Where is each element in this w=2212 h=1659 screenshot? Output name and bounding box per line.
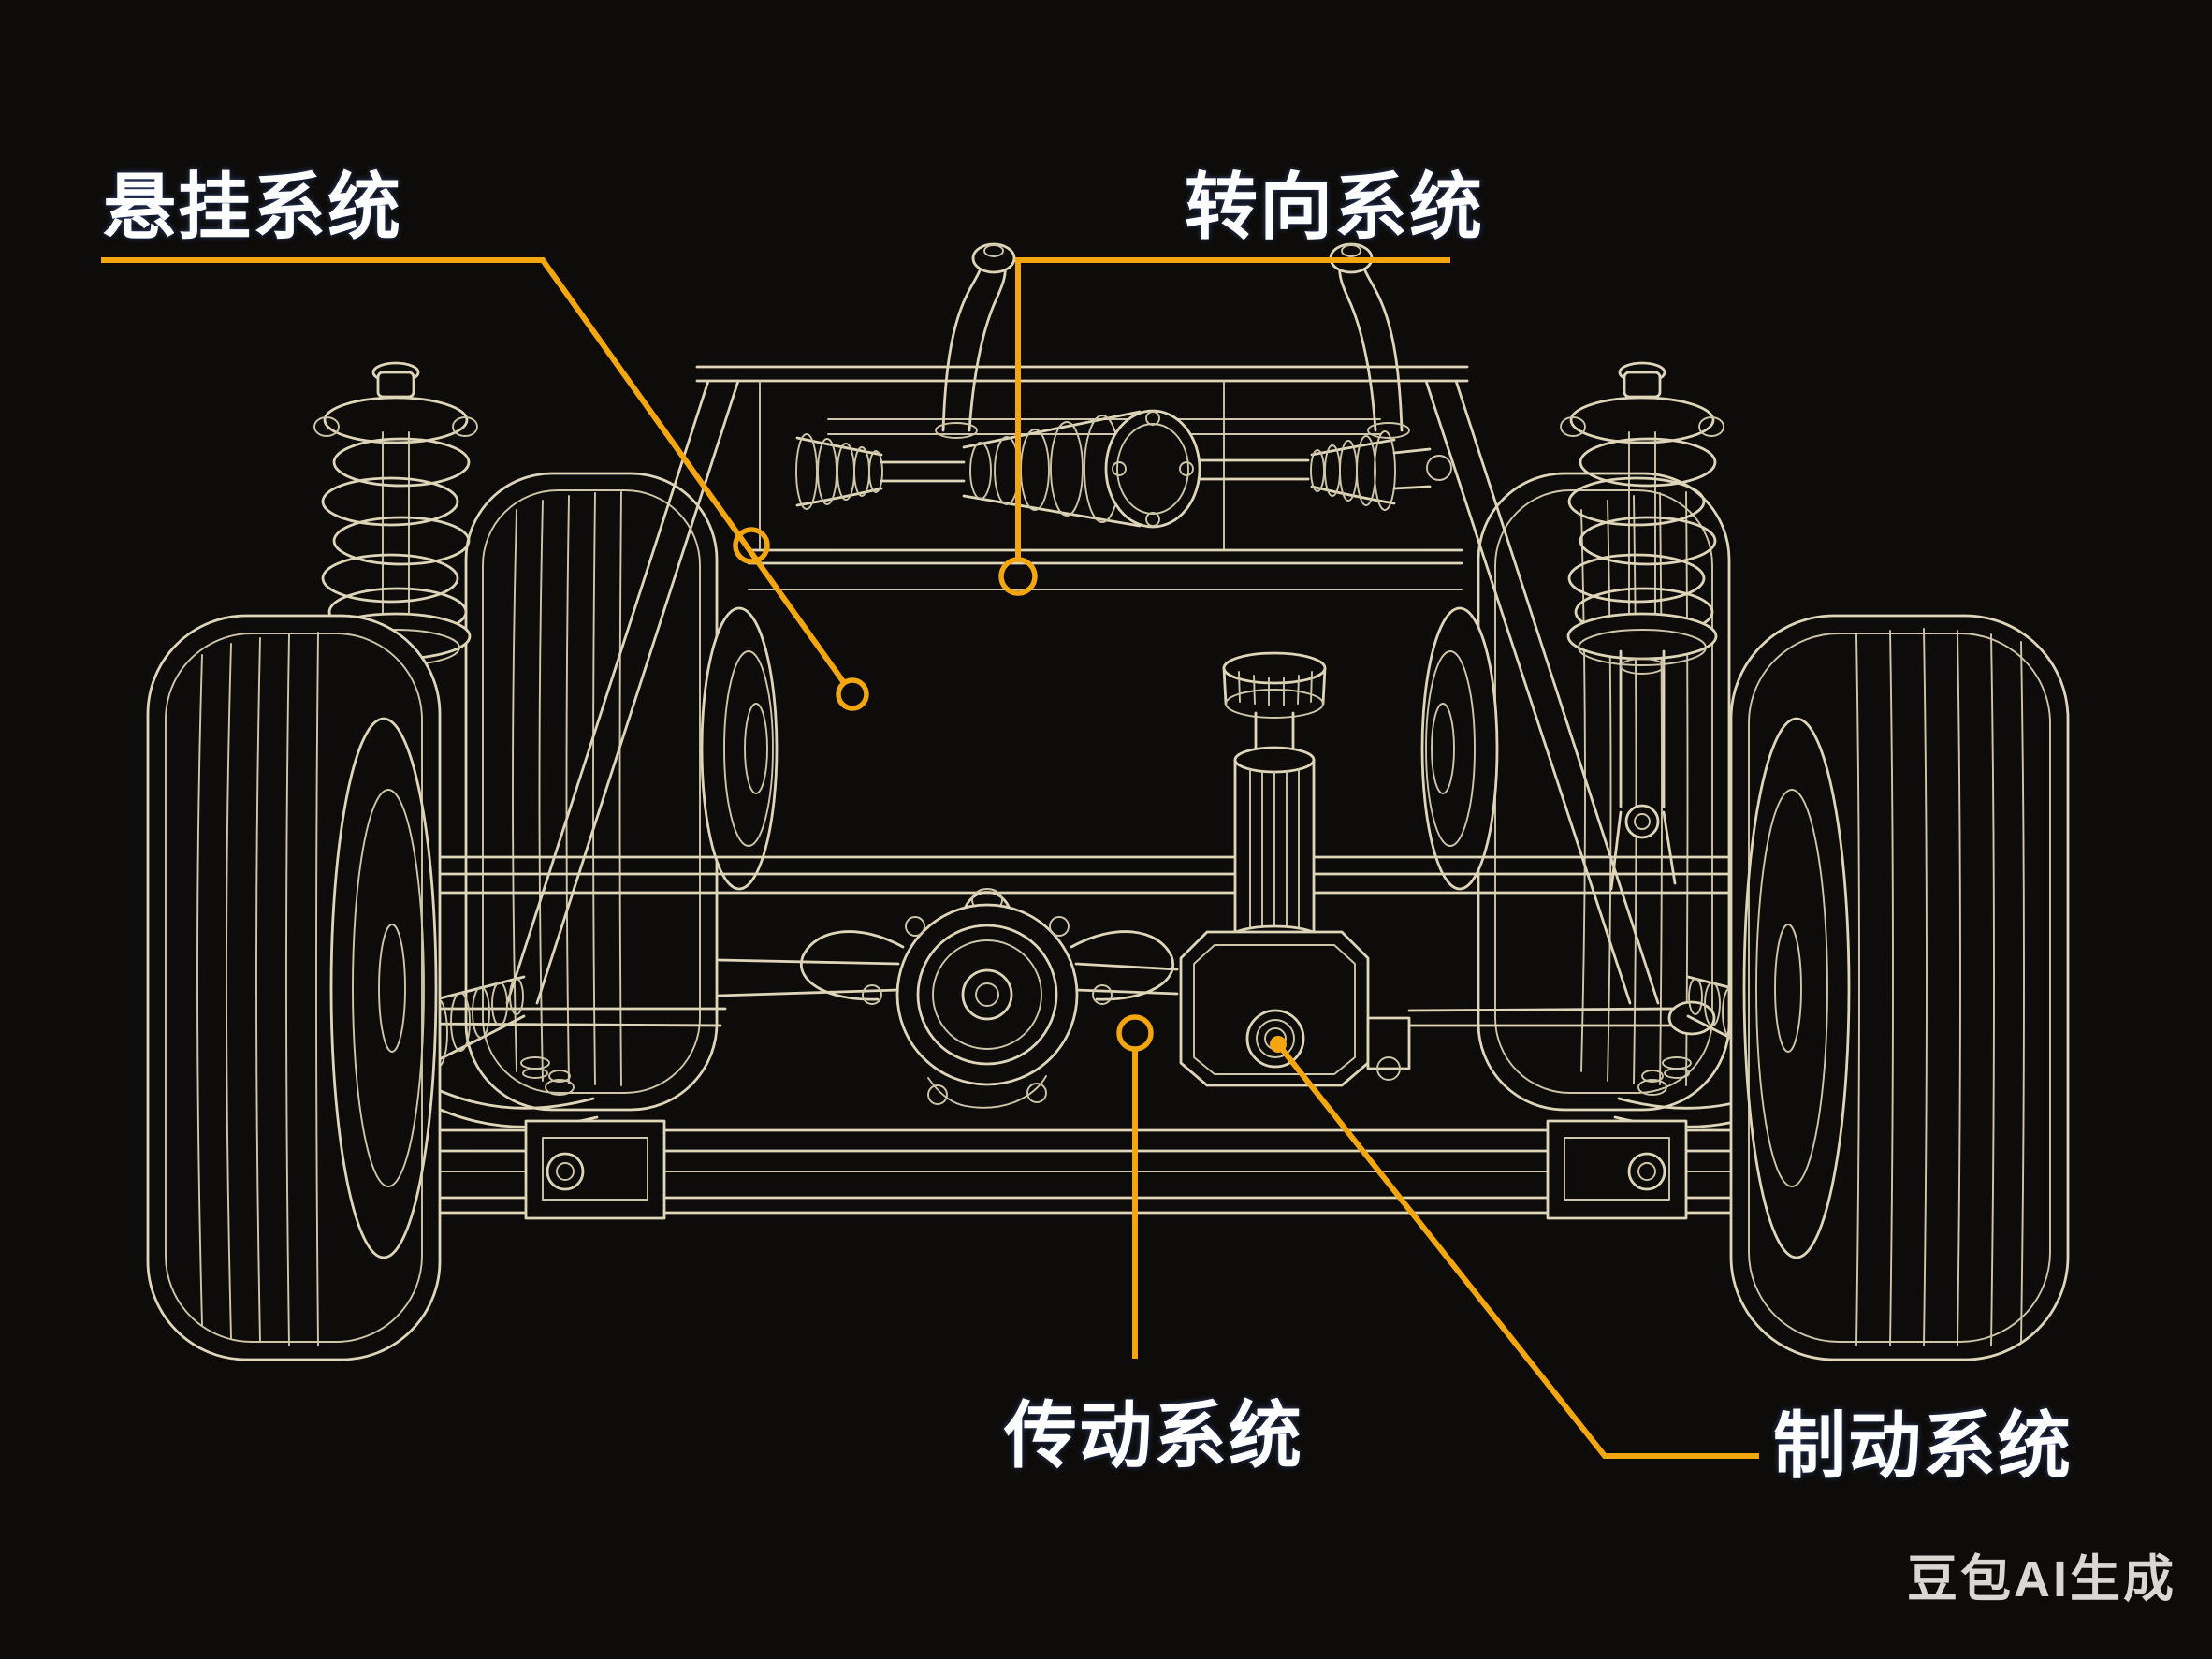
front-left-tire bbox=[146, 614, 442, 1361]
right-steering-stalk bbox=[1329, 242, 1410, 439]
left-steering-stalk bbox=[935, 242, 1016, 439]
front-right-strut bbox=[1560, 361, 1724, 891]
annotations bbox=[101, 257, 1759, 1459]
rear-differential bbox=[717, 888, 1179, 1109]
steering-marker-ring bbox=[998, 557, 1038, 596]
suspension-marker-ring-upper bbox=[733, 527, 770, 564]
label-suspension: 悬挂系统 bbox=[103, 166, 402, 248]
drivetrain-marker-ring bbox=[1116, 1014, 1154, 1052]
rear-left-wheel bbox=[464, 472, 779, 1112]
brake-control-box bbox=[1179, 930, 1411, 1087]
front-right-tire bbox=[1729, 614, 2070, 1361]
label-steering: 转向系统 bbox=[1185, 166, 1484, 248]
braking-leader-line bbox=[1275, 1042, 1759, 1459]
label-braking: 制动系统 bbox=[1773, 1404, 2073, 1487]
suspension-marker-ring-lower bbox=[836, 677, 869, 711]
steering-leader-line bbox=[1015, 257, 1450, 560]
label-drivetrain: 传动系统 bbox=[1003, 1394, 1303, 1477]
frame-brackets bbox=[524, 1119, 1688, 1220]
watermark-text: 豆包AI生成 bbox=[1907, 1551, 2176, 1608]
steering-rack-and-driveshaft bbox=[795, 409, 1452, 529]
suspension-leader-line bbox=[101, 257, 848, 686]
brake-reservoir-cylinder bbox=[1219, 651, 1330, 970]
